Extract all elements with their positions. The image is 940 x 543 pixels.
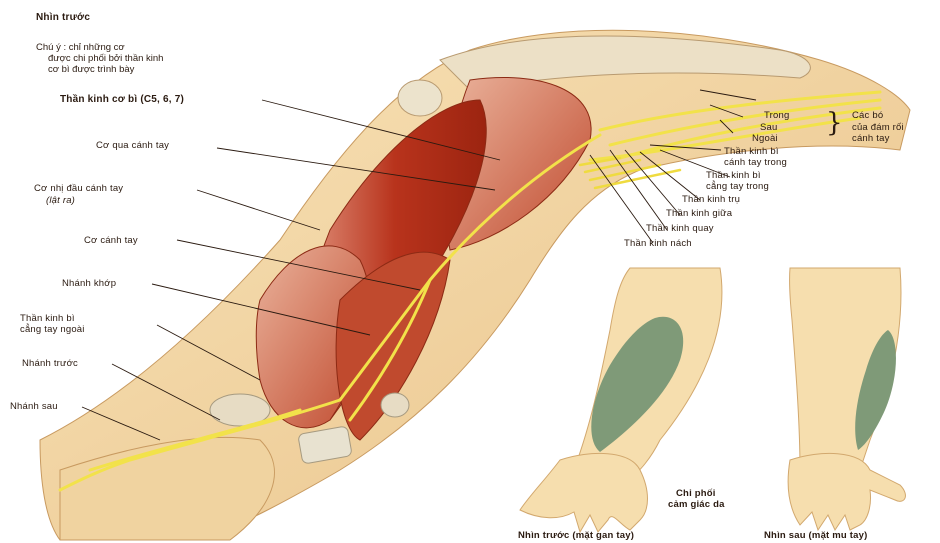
label-ulnar-nerve: Thần kinh trụ	[682, 194, 740, 205]
label-cord-lateral: Ngoài	[752, 133, 778, 144]
label-coracobrachialis: Cơ qua cánh tay	[96, 140, 169, 151]
note-line-2: được chi phối bởi thần kinh	[48, 53, 163, 64]
label-cords-title-1: Các bó	[852, 110, 883, 121]
dorsal-hand	[788, 453, 905, 530]
label-lateral-cutaneous-2: cẳng tay ngoài	[20, 324, 85, 335]
label-axillary-nerve: Thần kinh nách	[624, 238, 692, 249]
label-med-cut-arm-1: Thần kinh bì	[724, 146, 779, 157]
label-musculocutaneous-nerve: Thần kinh cơ bì (C5, 6, 7)	[60, 94, 184, 105]
caption-palmar-view: Nhìn trước (mặt gan tay)	[518, 530, 634, 541]
label-posterior-branch: Nhánh sau	[10, 401, 58, 412]
caption-dorsal-view: Nhìn sau (mặt mu tay)	[764, 530, 867, 541]
label-biceps-note: (lật ra)	[46, 195, 75, 206]
label-cord-posterior: Sau	[760, 122, 778, 133]
label-med-cut-forearm-1: Thần kinh bì	[706, 170, 761, 181]
label-sensory-2: cảm giác da	[668, 499, 725, 510]
label-radial-nerve: Thần kinh quay	[646, 223, 714, 234]
label-brachialis: Cơ cánh tay	[84, 235, 138, 246]
cords-brace: }	[826, 110, 843, 136]
label-sensory-1: Chi phối	[676, 488, 716, 499]
label-med-cut-forearm-2: cẳng tay trong	[706, 181, 769, 192]
palmar-hand	[520, 453, 648, 532]
label-median-nerve: Thần kinh giữa	[666, 208, 732, 219]
label-articular-branch: Nhánh khớp	[62, 278, 116, 289]
label-med-cut-arm-2: cánh tay trong	[724, 157, 787, 168]
label-biceps: Cơ nhị đầu cánh tay	[34, 183, 123, 194]
label-cord-medial: Trong	[764, 110, 789, 121]
shoulder-joint	[398, 80, 442, 116]
radius-head	[381, 393, 409, 417]
label-anterior-branch: Nhánh trước	[22, 358, 78, 369]
note-line-3: cơ bì được trình bày	[48, 64, 134, 75]
label-lateral-cutaneous-1: Thần kinh bì	[20, 313, 75, 324]
label-cords-title-3: cánh tay	[852, 133, 890, 144]
label-cords-title-2: của đám rối	[852, 122, 904, 133]
note-line-1: Chú ý : chỉ những cơ	[36, 42, 125, 53]
view-title: Nhìn trước	[36, 12, 90, 23]
